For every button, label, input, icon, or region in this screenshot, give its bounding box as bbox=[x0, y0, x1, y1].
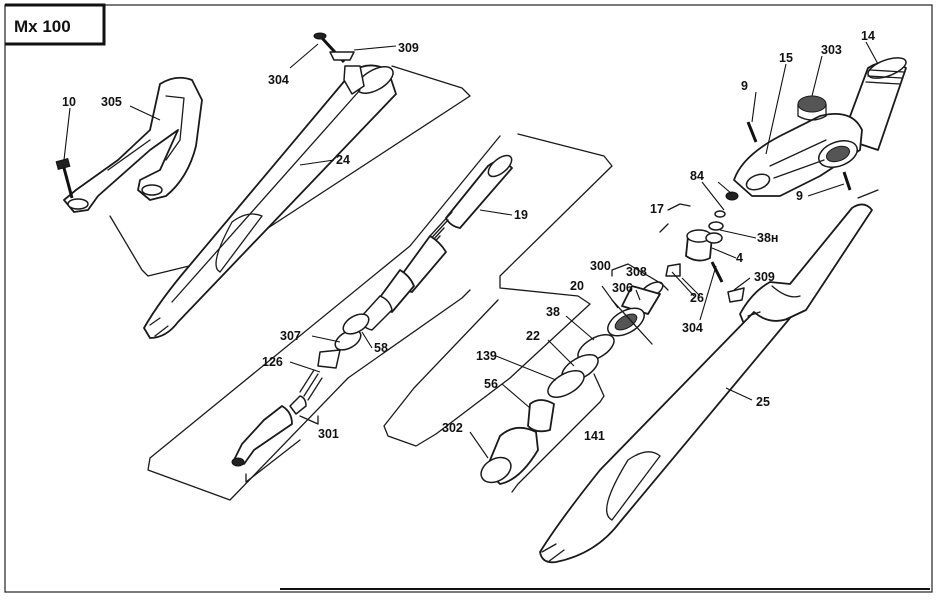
washer-309 bbox=[727, 287, 745, 303]
label-309a: 309 bbox=[398, 41, 419, 55]
leg-tube-24 bbox=[143, 64, 397, 339]
leg-slot bbox=[215, 213, 263, 273]
label-38: 38 bbox=[546, 305, 560, 319]
label-141: 141 bbox=[584, 429, 605, 443]
label-22: 22 bbox=[526, 329, 540, 343]
ring-302 bbox=[480, 456, 512, 484]
leg-slot-25 bbox=[606, 451, 661, 521]
label-309b: 309 bbox=[754, 270, 775, 284]
label-300: 300 bbox=[590, 259, 611, 273]
bolt-304-right bbox=[710, 261, 724, 283]
label-303: 303 bbox=[821, 43, 842, 57]
ring-307 bbox=[334, 329, 362, 351]
screw-9-top bbox=[746, 121, 758, 143]
label-56: 56 bbox=[484, 377, 498, 391]
label-14: 14 bbox=[861, 29, 875, 43]
label-26: 26 bbox=[690, 291, 704, 305]
label-126: 126 bbox=[262, 355, 283, 369]
left-cartridge-box bbox=[147, 135, 501, 501]
label-9a: 9 bbox=[741, 79, 748, 93]
label-301: 301 bbox=[318, 427, 339, 441]
label-15: 15 bbox=[779, 51, 793, 65]
spring bbox=[417, 211, 453, 261]
label-25: 25 bbox=[756, 395, 770, 409]
title-box: Mx 100 bbox=[5, 3, 106, 46]
label-24: 24 bbox=[336, 153, 350, 167]
leg-tube-25 bbox=[539, 311, 791, 564]
leader-lines bbox=[63, 41, 879, 459]
label-4: 4 bbox=[736, 251, 743, 265]
ring-139 bbox=[547, 370, 585, 398]
outer-frame bbox=[4, 4, 933, 593]
label-9b: 9 bbox=[796, 189, 803, 203]
left-cartridge-group bbox=[147, 135, 513, 501]
label-38h: 38н bbox=[757, 231, 778, 245]
page-title: Mx 100 bbox=[14, 17, 71, 36]
label-10: 10 bbox=[62, 95, 76, 109]
rod-301 bbox=[233, 405, 293, 465]
screw-9-right bbox=[842, 171, 852, 191]
label-306: 306 bbox=[612, 281, 633, 295]
screw-10 bbox=[55, 157, 74, 199]
bolt-304-top bbox=[313, 32, 365, 95]
left-fork-leg bbox=[109, 64, 471, 339]
ring-58 bbox=[342, 313, 370, 335]
part-306 bbox=[621, 285, 661, 315]
label-302: 302 bbox=[442, 421, 463, 435]
spring-126 bbox=[299, 369, 323, 401]
label-20: 20 bbox=[570, 279, 584, 293]
label-305: 305 bbox=[101, 95, 122, 109]
fork-bridge-305 bbox=[63, 76, 203, 213]
part-labels: 304 309 10 305 24 19 307 58 126 301 9 15… bbox=[62, 29, 875, 443]
label-84: 84 bbox=[690, 169, 704, 183]
label-19: 19 bbox=[514, 208, 528, 222]
label-139: 139 bbox=[476, 349, 497, 363]
label-58: 58 bbox=[374, 341, 388, 355]
bracket-141 bbox=[511, 299, 653, 493]
nut-303 bbox=[797, 95, 827, 113]
leg-upper-25 bbox=[739, 203, 873, 327]
label-17: 17 bbox=[650, 202, 664, 216]
label-308: 308 bbox=[626, 265, 647, 279]
bushing-56 bbox=[527, 399, 555, 433]
label-304b: 304 bbox=[682, 321, 703, 335]
label-307: 307 bbox=[280, 329, 301, 343]
right-fork-group bbox=[539, 57, 907, 564]
center-box bbox=[383, 133, 613, 447]
part-26 bbox=[665, 263, 681, 277]
part-84 bbox=[725, 191, 739, 201]
center-damper-group bbox=[383, 133, 669, 493]
label-304a: 304 bbox=[268, 73, 289, 87]
